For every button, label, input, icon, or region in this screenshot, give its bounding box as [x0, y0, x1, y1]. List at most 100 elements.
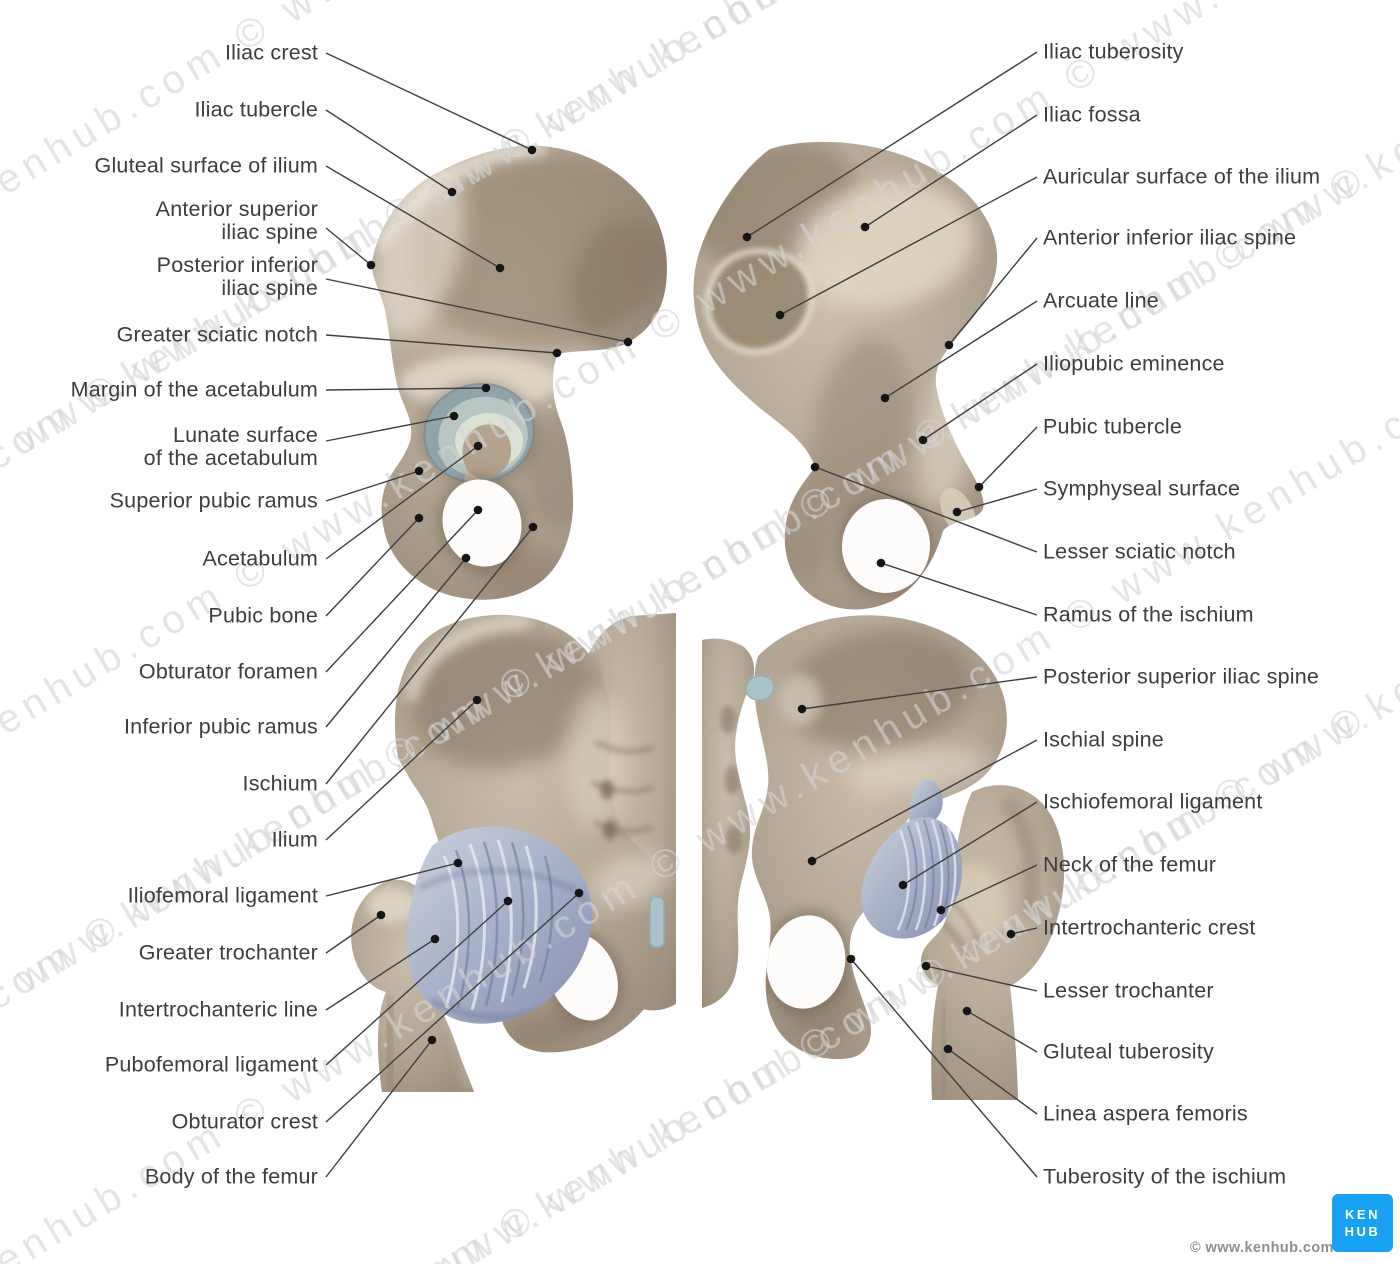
anatomy-label: Iliofemoral ligament — [127, 883, 318, 908]
anatomy-label: Pubofemoral ligament — [104, 1052, 318, 1077]
leader-line — [325, 1039, 433, 1178]
leader-dot — [447, 187, 457, 197]
leader-line — [325, 900, 509, 1066]
anatomy-label: Iliopubic eminence — [1043, 351, 1225, 376]
anatomy-label: Acetabulum — [202, 546, 318, 571]
leader-line — [325, 526, 534, 785]
leader-dot — [414, 513, 424, 523]
leader-line — [325, 165, 501, 269]
leader-line — [902, 801, 1038, 886]
anatomy-label: Greater sciatic notch — [116, 322, 318, 347]
anatomy-label: Lesser trochanter — [1043, 978, 1214, 1003]
anatomy-label: Anterior inferior iliac spine — [1043, 225, 1297, 250]
leader-dot — [574, 888, 584, 898]
leader-dot — [944, 340, 954, 350]
leader-line — [325, 509, 479, 673]
anatomy-label: Posterior superior iliac spine — [1043, 664, 1320, 689]
anatomy-label: Tuberosity of the ischium — [1043, 1164, 1287, 1189]
leader-dot — [876, 558, 886, 568]
anatomy-label: Ischial spine — [1043, 727, 1164, 752]
leader-line — [746, 51, 1038, 238]
pubic-symphysis-cartilage — [649, 896, 665, 948]
leader-dot — [414, 466, 424, 476]
leader-line — [801, 676, 1038, 710]
copyright-text: © www.kenhub.com — [1190, 1240, 1334, 1256]
leader-dot — [623, 337, 633, 347]
anatomy-label: Greater trochanter — [138, 940, 318, 965]
leader-dot — [528, 522, 538, 532]
leader-dot — [880, 393, 890, 403]
leader-line — [325, 517, 420, 617]
anatomy-label: Body of the femur — [144, 1164, 318, 1189]
anatomy-label: Ischium — [242, 771, 318, 796]
leader-line — [814, 466, 1038, 553]
anatomy-label: Inferior pubic ramus — [124, 714, 318, 739]
anatomy-label: Iliac tuberosity — [1043, 39, 1184, 64]
leader-dot — [952, 507, 962, 517]
leader-line — [940, 864, 1038, 911]
leader-line — [325, 445, 479, 560]
figure-pelvis-posterior — [702, 615, 1065, 1100]
logo-text-line2: HUB — [1344, 1224, 1381, 1239]
leader-line — [325, 892, 580, 1123]
leader-dot — [453, 858, 463, 868]
anatomy-label: Pubic bone — [208, 603, 318, 628]
anatomy-label: Superior pubic ramus — [109, 488, 318, 513]
leader-dot — [495, 263, 505, 273]
leader-line — [884, 300, 1038, 399]
leader-dot — [974, 482, 984, 492]
figure-hip-bone-lateral — [371, 145, 667, 600]
leader-dot — [527, 145, 537, 155]
leader-line — [779, 176, 1038, 316]
anatomy-label: Lesser sciatic notch — [1043, 539, 1236, 564]
anatomy-label: Pubic tubercle — [1043, 414, 1183, 439]
leader-line — [325, 387, 487, 391]
leader-line — [922, 363, 1038, 441]
leader-dot — [552, 348, 562, 358]
leader-dot — [921, 961, 931, 971]
leader-line — [325, 557, 467, 728]
leader-line — [325, 227, 372, 266]
leader-line — [325, 470, 420, 502]
anatomy-label: Neck of the femur — [1043, 852, 1217, 877]
anatomy-label: Lunate surface of the acetabulum — [143, 423, 318, 470]
leader-dot — [860, 222, 870, 232]
anatomy-label: Arcuate line — [1043, 288, 1159, 313]
leader-dot — [775, 310, 785, 320]
leader-line — [325, 415, 455, 442]
leader-line — [978, 426, 1038, 488]
anatomy-label: Ramus of the ischium — [1043, 602, 1254, 627]
leader-line — [947, 1048, 1038, 1115]
leader-line — [325, 862, 459, 897]
anatomy-label: Obturator crest — [171, 1109, 318, 1134]
anatomy-label: Gluteal tuberosity — [1043, 1039, 1214, 1064]
leader-line — [956, 488, 1038, 513]
leader-line — [325, 938, 436, 1011]
anatomy-label: Ilium — [271, 827, 318, 852]
leader-dot — [473, 441, 483, 451]
leader-line — [925, 965, 1038, 992]
figure-pelvis-anterior — [351, 613, 676, 1092]
anatomy-label: Iliac crest — [225, 40, 318, 65]
anatomy-label: Anterior superior iliac spine — [155, 197, 318, 244]
leader-dot — [797, 704, 807, 714]
leader-dot — [472, 695, 482, 705]
anatomy-label: Symphyseal surface — [1043, 476, 1241, 501]
leader-dot — [943, 1044, 953, 1054]
anatomy-label: Gluteal surface of ilium — [94, 153, 318, 178]
leader-dot — [473, 505, 483, 515]
leader-line — [325, 109, 453, 193]
leader-dot — [376, 910, 386, 920]
leader-dot — [898, 880, 908, 890]
leader-dot — [461, 553, 471, 563]
kenhub-logo: KEN HUB — [1332, 1194, 1393, 1252]
leader-line — [880, 562, 1038, 616]
anatomy-label: Auricular surface of the ilium — [1043, 164, 1321, 189]
leader-dot — [742, 232, 752, 242]
leader-line — [325, 52, 533, 151]
sacral-cartilage — [745, 675, 775, 701]
